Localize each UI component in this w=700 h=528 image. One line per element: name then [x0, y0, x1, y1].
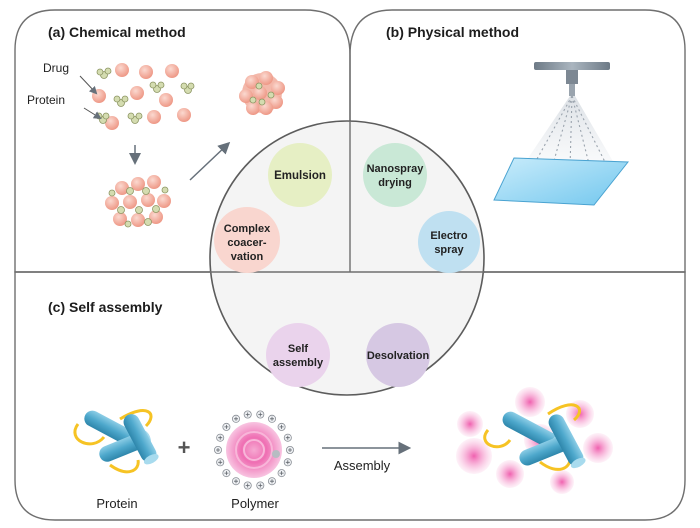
nanospray-drying-bubble: Nanospray drying	[363, 143, 427, 207]
panel-c-title: (c) Self assembly	[48, 299, 163, 315]
charge-plus-icon	[234, 416, 238, 421]
charge-plus-icon	[279, 424, 284, 429]
charge-plus-icon	[245, 483, 250, 488]
desolvation-label: Desolvation	[367, 350, 430, 362]
drug-label: Drug	[43, 61, 69, 75]
spray-nozzle	[534, 62, 610, 96]
electrospray-bubble: Electro spray	[418, 211, 480, 273]
self-assembly-line-2: assembly	[273, 357, 324, 369]
mix-diagonal-arrow	[189, 141, 231, 181]
electrospray-line-2: spray	[434, 244, 464, 256]
electrospray-line-1: Electro	[430, 230, 468, 242]
drug-pointer	[79, 75, 98, 95]
coacervate-cluster	[105, 175, 171, 228]
charge-plus-icon	[218, 460, 223, 465]
charge-plus-icon	[270, 479, 274, 484]
charge-plus-icon	[216, 448, 220, 452]
nanospray-drying-line-2: drying	[378, 177, 412, 189]
complex-coacervation-line-1: Complex	[224, 223, 271, 235]
charge-plus-icon	[258, 412, 263, 417]
protein-label-c: Protein	[96, 496, 137, 511]
aggregate-particle	[239, 71, 285, 115]
plus-sign: +	[178, 435, 191, 460]
collector-plate	[493, 157, 630, 206]
panel-a-title: (a) Chemical method	[48, 24, 186, 40]
charge-plus-icon	[258, 483, 263, 488]
charge-plus-icon	[285, 435, 290, 440]
charge-plus-icon	[224, 424, 229, 429]
polymer-particle	[226, 422, 282, 478]
charge-plus-icon	[270, 416, 274, 421]
charge-plus-icon	[224, 471, 229, 476]
self-assembly-line-1: Self	[288, 343, 309, 355]
charge-plus-icon	[285, 460, 290, 465]
assembly-label: Assembly	[334, 458, 391, 473]
assembled-complex	[456, 387, 613, 494]
complex-coacervation-bubble: Complex coacer- vation	[214, 207, 280, 273]
desolvation-bubble: Desolvation	[366, 323, 430, 387]
charge-plus-icon	[234, 479, 238, 484]
charge-plus-icon	[245, 412, 250, 417]
spray-droplets	[531, 95, 609, 169]
emulsion-label: Emulsion	[274, 170, 326, 182]
complex-coacervation-line-2: coacer-	[227, 237, 266, 249]
polymer-surface-charges	[213, 410, 294, 490]
drug-protein-mixture	[92, 63, 195, 130]
charge-plus-icon	[288, 448, 292, 452]
protein-pointer	[83, 107, 102, 120]
protein-label-a: Protein	[27, 93, 65, 107]
nanospray-drying-line-1: Nanospray	[367, 163, 425, 175]
protein-helix-bundle	[73, 409, 159, 474]
charge-plus-icon	[218, 435, 223, 440]
spray-plume	[520, 96, 618, 170]
emulsion-bubble: Emulsion	[268, 143, 332, 207]
polymer-label: Polymer	[231, 496, 279, 511]
panel-b-title: (b) Physical method	[386, 24, 519, 40]
panel-c-frame	[14, 271, 686, 521]
charge-plus-icon	[279, 471, 284, 476]
complex-coacervation-line-3: vation	[231, 251, 264, 263]
self-assembly-bubble: Self assembly	[266, 323, 330, 387]
